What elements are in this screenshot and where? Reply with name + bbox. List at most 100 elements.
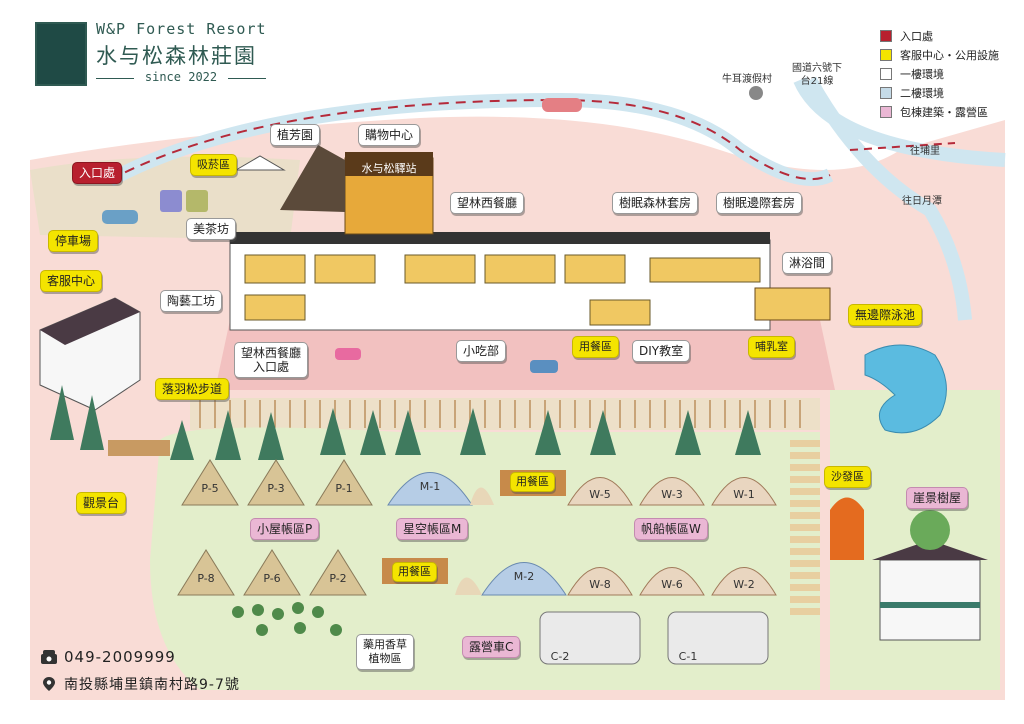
dome-m2 xyxy=(481,562,567,596)
tent-w3: W-3 xyxy=(661,488,683,501)
phone-row: 049-2009999 xyxy=(40,648,176,666)
window xyxy=(589,299,651,326)
tent-p2: P-2 xyxy=(329,572,347,585)
campervan-c1: C-1 xyxy=(678,650,698,663)
legend-swatch xyxy=(880,29,892,42)
starry-area-label: 星空帳區M xyxy=(396,518,469,540)
address-row: 南投縣埔里鎮南村路9-7號 xyxy=(40,674,240,694)
pool-label: 無邊際泳池 xyxy=(848,304,923,326)
road-puli xyxy=(793,76,1006,167)
car-icon xyxy=(542,98,582,112)
road-label-puli: 往埔里 xyxy=(910,146,940,157)
tent-p8: P-8 xyxy=(197,572,215,585)
road-label-sunmoon: 往日月潭 xyxy=(902,196,942,207)
tea-shop-label: 美茶坊 xyxy=(186,218,237,240)
legend-item-floor1: 一樓環境 xyxy=(880,64,999,83)
dining-label-3: 用餐區 xyxy=(392,562,437,582)
tent-p1: P-1 xyxy=(335,482,353,495)
window xyxy=(244,294,306,321)
forest-suite-label: 樹眠森林套房 xyxy=(612,192,699,214)
campervan xyxy=(667,611,769,665)
route-puli xyxy=(849,142,956,151)
resort-logo xyxy=(35,22,87,86)
road-label-highway: 國道六號下 台21線 xyxy=(792,63,842,87)
campervan xyxy=(539,611,641,665)
phone-number: 049-2009999 xyxy=(64,648,176,666)
window xyxy=(564,254,626,284)
window xyxy=(314,254,376,284)
phone-icon xyxy=(41,650,57,664)
window xyxy=(649,257,761,283)
edge-suite-label: 樹眠邊際套房 xyxy=(716,192,803,214)
diy-label: DIY教室 xyxy=(632,340,691,362)
window xyxy=(244,254,306,284)
flower-garden-label: 植芳園 xyxy=(270,124,321,146)
address-text: 南投縣埔里鎮南村路9-7號 xyxy=(64,677,240,693)
plaza xyxy=(215,320,835,390)
infinity-pool xyxy=(864,344,947,434)
car-icon xyxy=(102,210,138,224)
treehouse-balcony xyxy=(880,602,980,608)
legend-swatch xyxy=(880,105,892,118)
smoking-label: 吸菸區 xyxy=(190,154,237,176)
treehouse-label: 崖景樹屋 xyxy=(906,487,969,509)
tent-w6: W-6 xyxy=(661,578,683,591)
flower-house xyxy=(280,145,345,212)
campervan-label: 露營車C xyxy=(462,636,521,658)
entrance-label: 入口處 xyxy=(72,162,123,184)
restaurant-label: 望林西餐廳 xyxy=(450,192,525,214)
sofa-label: 沙發區 xyxy=(824,466,871,488)
tent-w1: W-1 xyxy=(733,488,755,501)
legend-item-service: 客服中心・公用設施 xyxy=(880,45,999,64)
legend-swatch xyxy=(880,86,892,99)
tent-m1: M-1 xyxy=(419,480,441,493)
observation-deck xyxy=(108,440,170,456)
dome-entry xyxy=(470,487,494,505)
tent-w5: W-5 xyxy=(589,488,611,501)
service-center-label: 客服中心 xyxy=(40,270,103,292)
car-icon xyxy=(335,348,361,360)
tent-p6: P-6 xyxy=(263,572,281,585)
road-sunmoon xyxy=(803,76,972,321)
station-sign-board xyxy=(345,152,433,176)
village-marker xyxy=(749,86,763,100)
tent-p3: P-3 xyxy=(267,482,285,495)
legend-item-entrance: 入口處 xyxy=(880,26,999,45)
road-label-village: 牛耳渡假村 xyxy=(722,74,772,85)
route-line xyxy=(109,98,831,181)
tent-w2: W-2 xyxy=(733,578,755,591)
main-building xyxy=(229,239,771,331)
dining-label-2: 用餐區 xyxy=(510,472,555,492)
trail-label: 落羽松步道 xyxy=(155,378,230,400)
wood-fence xyxy=(190,398,820,430)
sofa-arch xyxy=(830,497,864,560)
roof xyxy=(230,232,770,244)
pottery-label: 陶藝工坊 xyxy=(160,290,223,312)
snack-label: 小吃部 xyxy=(456,340,507,362)
tent-w8: W-8 xyxy=(589,578,611,591)
map-legend: 入口處 客服中心・公用設施 一樓環境 二樓環境 包棟建築・露營區 xyxy=(880,26,999,121)
location-pin-icon xyxy=(43,677,55,691)
nursing-label: 哺乳室 xyxy=(748,336,795,358)
treehouse-building xyxy=(879,559,981,641)
sail-area-label: 帆船帳區W xyxy=(634,518,708,540)
legend-swatch xyxy=(880,67,892,80)
herb-garden-label: 藥用香草 植物區 xyxy=(356,634,414,670)
legend-item-floor2: 二樓環境 xyxy=(880,83,999,102)
car-icon xyxy=(530,360,558,373)
parking-label: 停車場 xyxy=(48,230,99,252)
legend-item-camping: 包棟建築・露營區 xyxy=(880,102,999,121)
tree-icon xyxy=(910,510,950,550)
window xyxy=(404,254,476,284)
window xyxy=(484,254,556,284)
car-icon xyxy=(186,190,208,212)
tent-p5: P-5 xyxy=(201,482,219,495)
station-sign: 水与松驛站 xyxy=(361,162,417,175)
car-icon xyxy=(160,190,182,212)
shopping-label: 購物中心 xyxy=(358,124,421,146)
campervan-c2: C-2 xyxy=(550,650,570,663)
smoking-pavilion xyxy=(234,155,286,171)
bath-label: 淋浴間 xyxy=(782,252,833,274)
dining-label-1: 用餐區 xyxy=(572,336,619,358)
